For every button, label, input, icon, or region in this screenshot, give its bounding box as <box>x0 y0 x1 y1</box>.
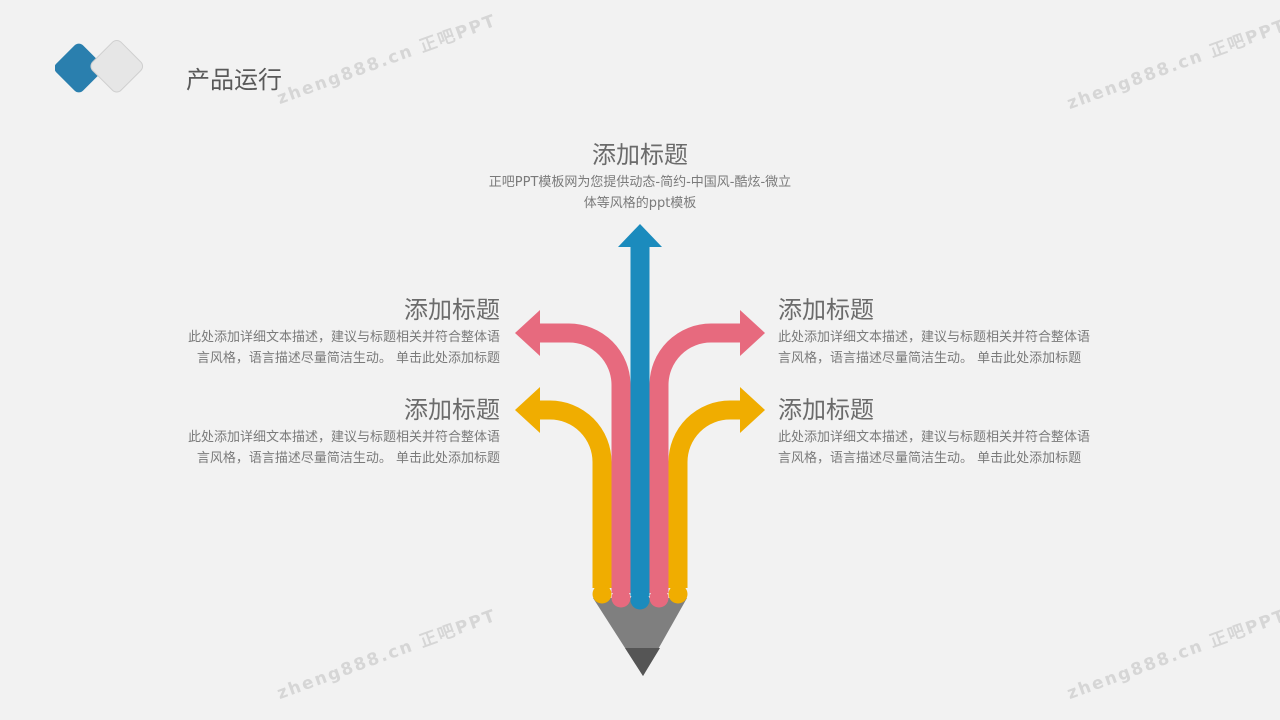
yellow-left-arrow <box>538 400 612 588</box>
right-upper-block: 添加标题 此处添加详细文本描述，建议与标题相关并符合整体语言风格，语言描述尽量简… <box>778 295 1138 369</box>
body-line: 言风格，语言描述尽量简洁生动。 单击此处添加标题 <box>196 351 500 366</box>
top-text-block: 添加标题 正吧PPT模板网为您提供动态-简约-中国风-酷炫-微立体等风格的ppt… <box>440 140 840 214</box>
pink-right-arrow <box>649 323 742 593</box>
body-line: 言风格，语言描述尽量简洁生动。 单击此处添加标题 <box>778 451 1082 466</box>
yellow-right-arrow <box>668 400 742 588</box>
right-lower-block: 添加标题 此处添加详细文本描述，建议与标题相关并符合整体语言风格，语言描述尽量简… <box>778 395 1138 469</box>
body-line: 此处添加详细文本描述，建议与标题相关并符合整体语 <box>187 330 500 345</box>
logo-icon <box>55 39 144 93</box>
slide-title: 产品运行 <box>186 66 282 94</box>
top-body-line1: 正吧PPT模板网为您提供动态-简约-中国风-酷炫-微立 <box>488 175 792 190</box>
heading: 添加标题 <box>404 396 500 424</box>
top-heading: 添加标题 <box>592 141 688 169</box>
body-line: 此处添加详细文本描述，建议与标题相关并符合整体语 <box>187 430 500 445</box>
left-lower-block: 添加标题 此处添加详细文本描述，建议与标题相关并符合整体语言风格，语言描述尽量简… <box>140 395 500 469</box>
body-line: 此处添加详细文本描述，建议与标题相关并符合整体语 <box>778 430 1091 445</box>
top-body-line2: 体等风格的ppt模板 <box>583 196 697 211</box>
body-line: 此处添加详细文本描述，建议与标题相关并符合整体语 <box>778 330 1091 345</box>
body-line: 言风格，语言描述尽量简洁生动。 单击此处添加标题 <box>778 351 1082 366</box>
heading: 添加标题 <box>404 296 500 324</box>
pencil-lead <box>625 648 660 676</box>
pencil-tip <box>593 598 687 676</box>
heading: 添加标题 <box>778 396 874 424</box>
left-upper-block: 添加标题 此处添加详细文本描述，建议与标题相关并符合整体语言风格，语言描述尽量简… <box>140 295 500 369</box>
heading: 添加标题 <box>778 296 874 324</box>
body-line: 言风格，语言描述尽量简洁生动。 单击此处添加标题 <box>196 451 500 466</box>
pink-left-arrow <box>538 323 631 593</box>
